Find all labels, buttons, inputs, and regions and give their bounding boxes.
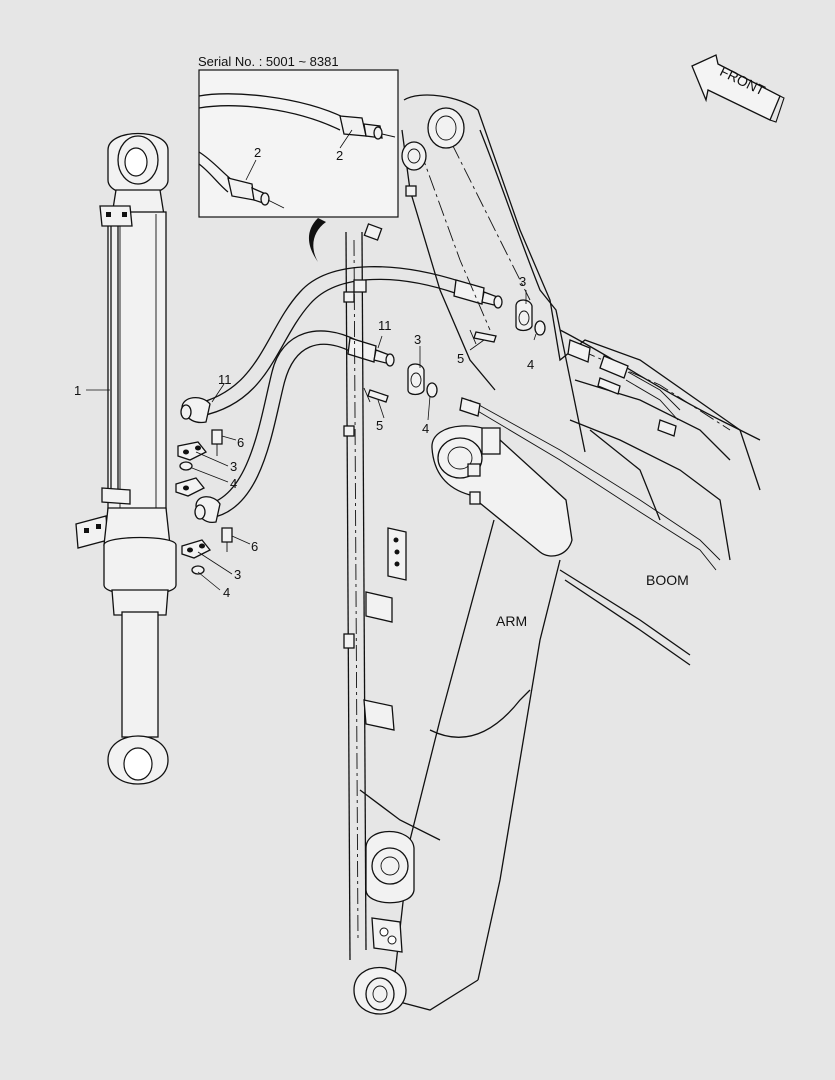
serial-inset: Serial No. : 5001 ~ 8381 2 2 — [198, 54, 399, 218]
callout-4b: 4 — [422, 421, 429, 436]
callout-1: 1 — [74, 383, 81, 398]
callout-4a: 4 — [527, 357, 534, 372]
arm-label: ARM — [496, 613, 527, 629]
boom-structure — [401, 94, 761, 666]
callout-4d: 4 — [223, 585, 230, 600]
callout-4c: 4 — [230, 476, 237, 491]
callout-11b: 11 — [378, 318, 392, 333]
serial-number-label: Serial No. : 5001 ~ 8381 — [198, 54, 339, 69]
front-direction-arrow: FRONT — [691, 54, 785, 123]
detail-pointer-arrow — [308, 218, 326, 262]
callout-2a: 2 — [254, 145, 261, 160]
callout-3a: 3 — [519, 274, 526, 289]
callout-5a: 5 — [457, 351, 464, 366]
callout-3d: 3 — [234, 567, 241, 582]
hydraulic-cylinder: 1 — [74, 132, 177, 785]
flange-parts — [175, 290, 546, 591]
hydraulic-hoses — [180, 266, 503, 524]
callout-5b: 5 — [376, 418, 383, 433]
callout-11a: 11 — [218, 372, 232, 387]
callout-6b: 6 — [251, 539, 258, 554]
callout-6a: 6 — [237, 435, 244, 450]
callout-3b: 3 — [414, 332, 421, 347]
callout-2b: 2 — [336, 148, 343, 163]
callout-3c: 3 — [230, 459, 237, 474]
arm-structure — [343, 223, 573, 1015]
boom-label: BOOM — [646, 572, 689, 588]
